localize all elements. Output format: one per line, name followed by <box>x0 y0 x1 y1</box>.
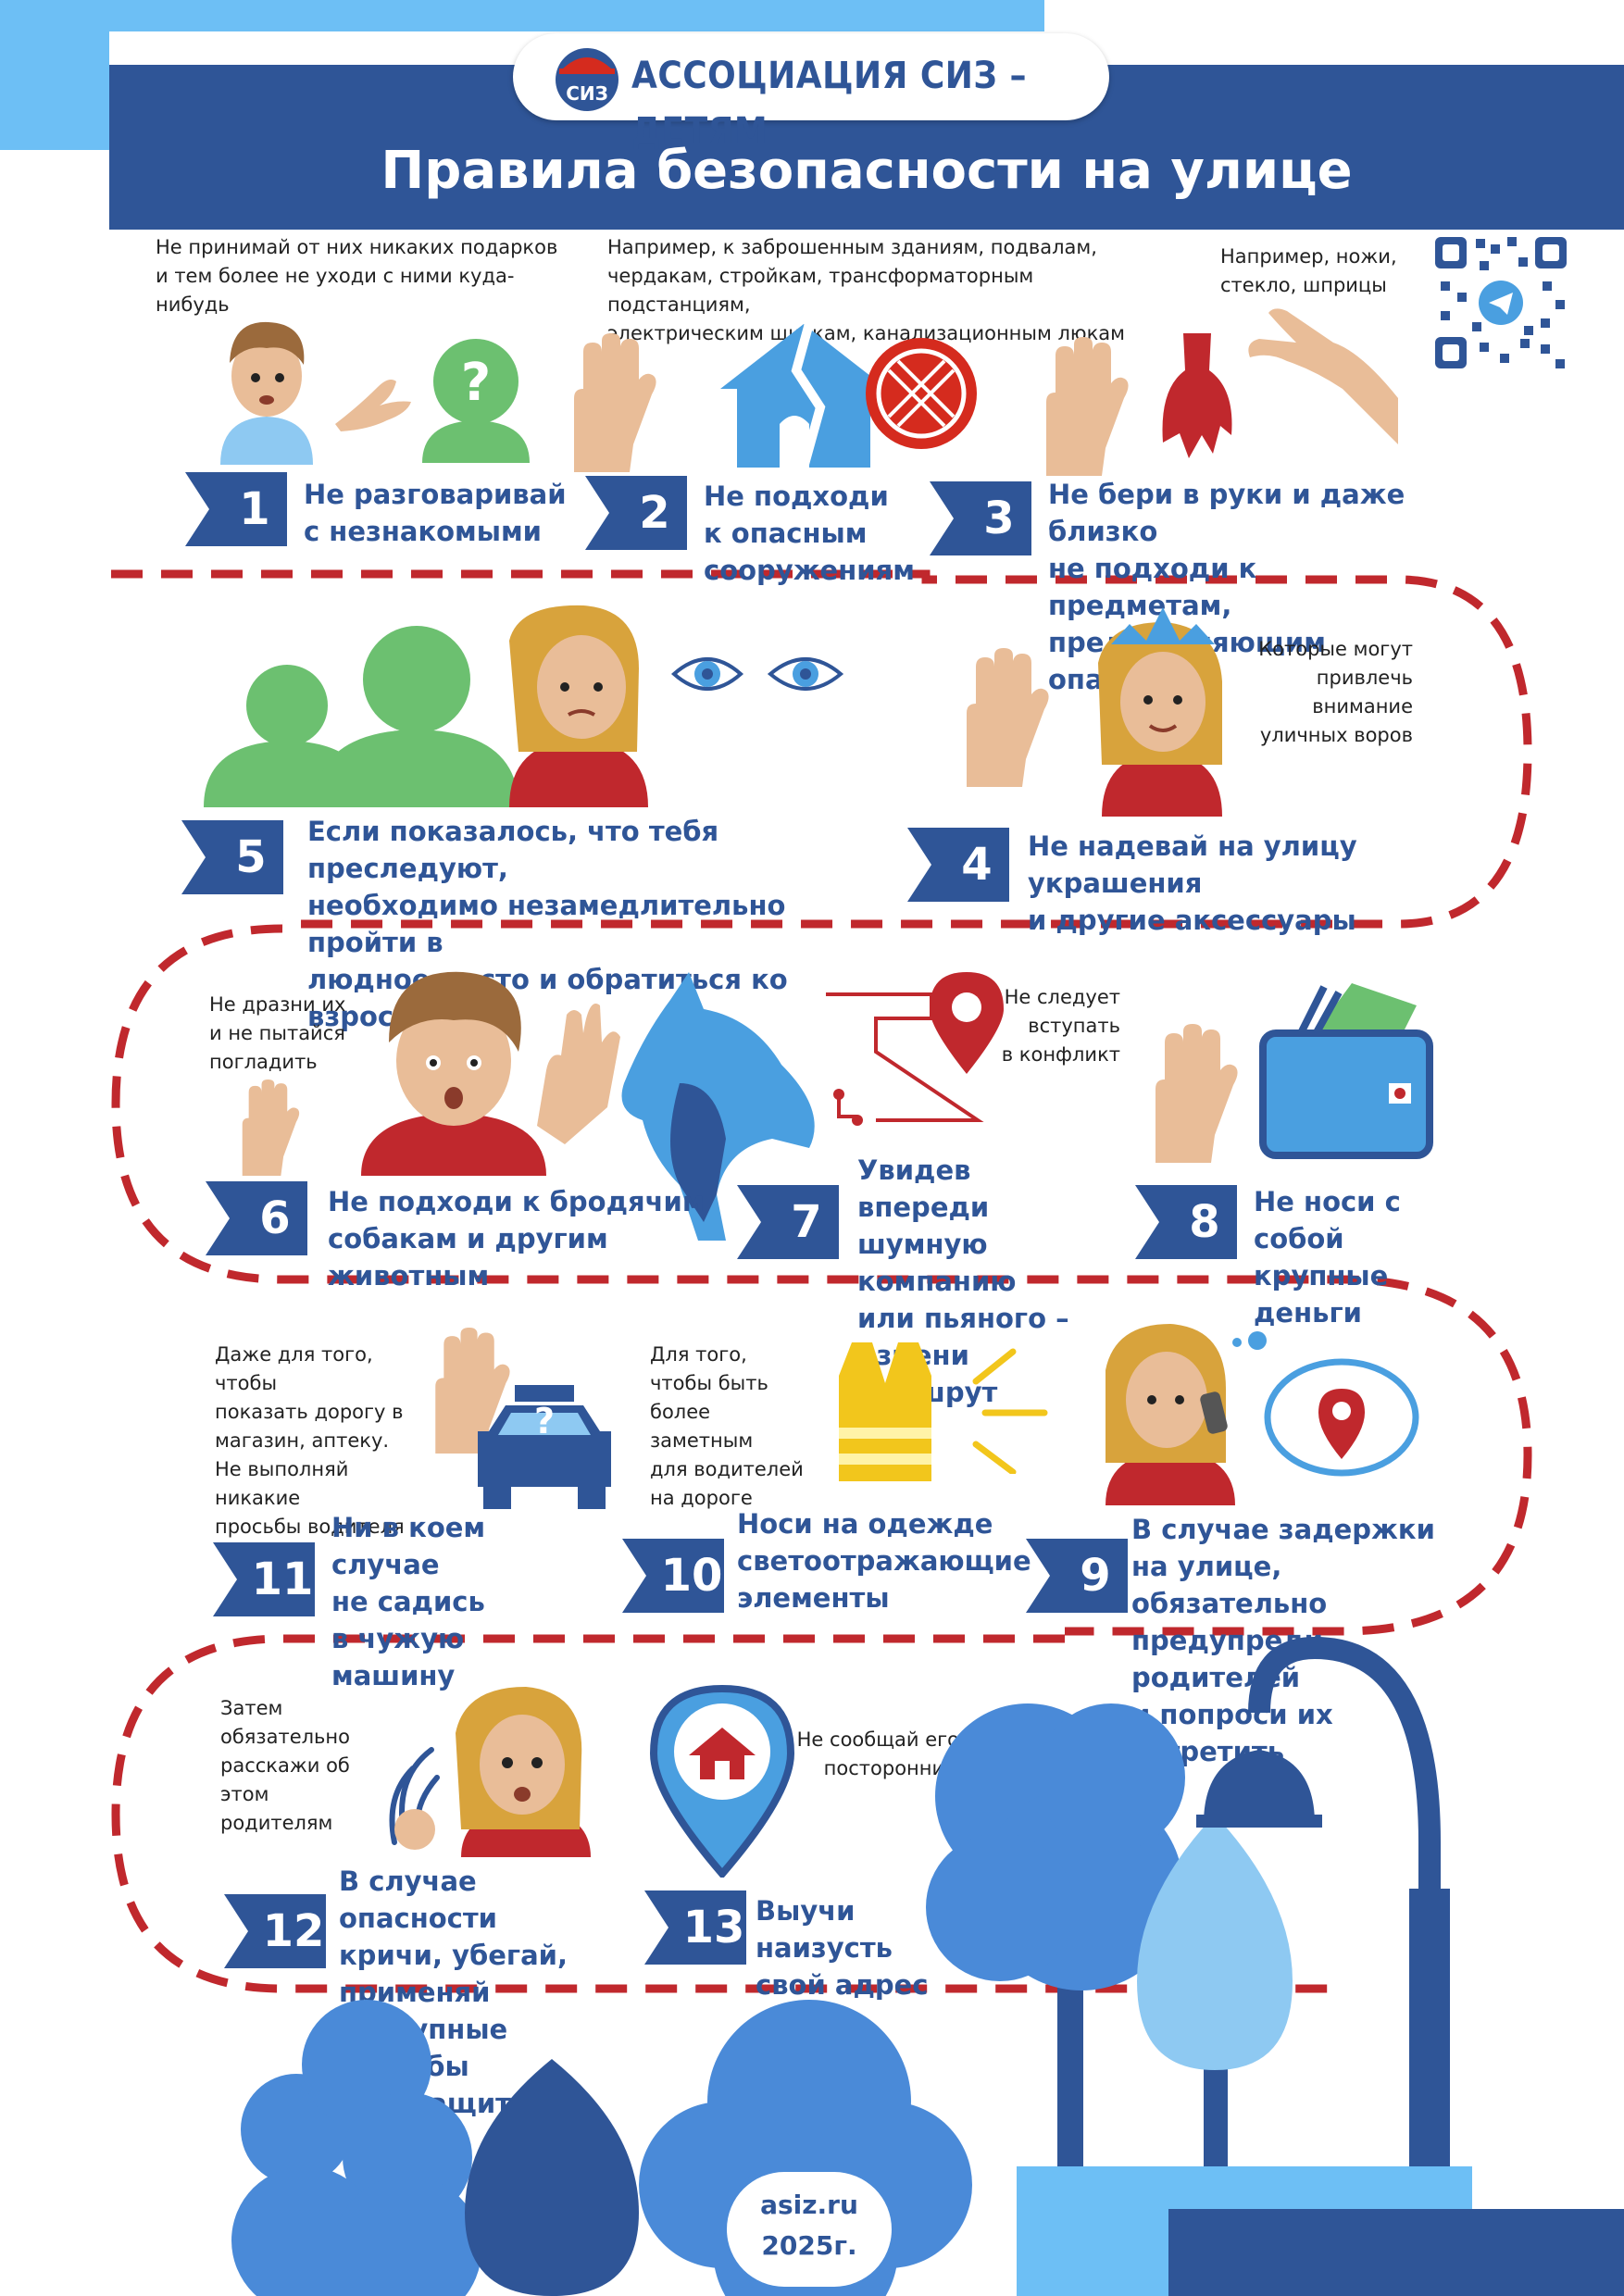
rule-9-number: 9 <box>1080 1550 1111 1602</box>
svg-text:?: ? <box>461 353 491 413</box>
rule-4-text: Не надевай на улицу украшения и другие а… <box>1028 830 1357 936</box>
rule-12-number: 12 <box>262 1905 325 1957</box>
reaching-hand-icon <box>1248 308 1398 444</box>
rule-11-text: Ни в коем случае не садись в чужую машин… <box>331 1512 486 1691</box>
hand-stop-icon <box>967 648 1049 787</box>
badge-arrow-icon <box>644 1890 746 1965</box>
boy-talking-icon <box>220 321 313 465</box>
home-pin-icon <box>649 1684 795 1878</box>
rule-3-number: 3 <box>983 493 1015 544</box>
eyes-icon <box>670 657 844 691</box>
girl-with-tiara-icon <box>1098 607 1222 817</box>
rule-4-number: 4 <box>961 839 993 891</box>
broken-bottle-icon <box>1162 333 1232 458</box>
rule-13-number: 13 <box>682 1902 745 1953</box>
svg-text:?: ? <box>534 1401 555 1441</box>
rule-7-note: Не следует вступать в конфликт <box>1001 986 1120 1066</box>
rule-12-note: Затем обязательно расскажи об этом родит… <box>220 1697 350 1834</box>
rule-10-number: 10 <box>660 1550 723 1602</box>
badge-arrow-icon <box>185 472 287 546</box>
hand-stop-icon <box>1156 1024 1238 1163</box>
stranger-silhouette-icon: ? <box>422 339 530 463</box>
rule-6-number: 6 <box>259 1192 291 1244</box>
qr-code-icon <box>1431 233 1570 372</box>
manhole-icon <box>866 338 977 449</box>
house-icon <box>720 315 887 469</box>
badge-arrow-icon <box>907 828 1009 902</box>
rule-6-text: Не подходи к бродячим собакам и другим ж… <box>328 1186 705 1292</box>
route-map-icon <box>826 992 984 1126</box>
rule-4-note: Которые могут привлечь внимание уличных … <box>1258 638 1413 746</box>
badge-arrow-icon <box>213 1542 315 1616</box>
footer-pill <box>727 2172 892 2287</box>
taxi-icon: ? <box>478 1385 611 1509</box>
badge-arrow-icon <box>181 820 283 894</box>
badge-arrow-icon <box>224 1894 326 1968</box>
tree-icon <box>926 1703 1185 2296</box>
dog-icon <box>621 972 815 1241</box>
footer-site: asiz.ru 2025г. <box>760 2190 858 2261</box>
rule-1-text: Не разговаривай с незнакомыми <box>304 479 567 547</box>
badge-arrow-icon <box>1026 1539 1128 1613</box>
rule-11-number: 11 <box>251 1554 314 1605</box>
worried-girl-icon <box>509 605 648 807</box>
hand-stop-icon <box>1046 337 1129 476</box>
followers-silhouette-icon <box>204 626 518 807</box>
reflective-vest-icon <box>839 1342 931 1481</box>
tree-icon <box>465 2059 639 2296</box>
badge-arrow-icon <box>622 1539 724 1613</box>
rule-13-text: Выучи наизусть свой адрес <box>756 1895 929 2001</box>
location-bubble-icon <box>1264 1358 1419 1477</box>
association-logo-icon: СИЗ <box>556 48 618 111</box>
rule-11-note: Даже для того, чтобы показать дорогу в м… <box>215 1343 405 1538</box>
rule-2-number: 2 <box>639 487 670 539</box>
thought-bubbles-icon <box>1232 1331 1267 1350</box>
badge-arrow-icon <box>737 1185 839 1259</box>
left-accent-band <box>0 31 109 150</box>
rule-1-note: Не принимай от них никаких подарков и те… <box>156 236 558 316</box>
rule-10-note: Для того, чтобы быть более заметным для … <box>650 1343 804 1509</box>
badge-arrow-icon <box>585 476 687 550</box>
map-pin-icon <box>930 972 1004 1074</box>
rule-1-number: 1 <box>239 483 270 535</box>
rule-8-number: 8 <box>1189 1196 1220 1248</box>
hand-stop-icon <box>574 333 656 472</box>
reflection-rays-icon <box>972 1348 1048 1474</box>
rule-6-note: Не дразни их и не пытайся погладить <box>209 993 346 1073</box>
wallet-icon <box>1259 983 1433 1159</box>
badge-arrow-icon <box>206 1181 307 1255</box>
gesturing-hand-icon <box>335 380 411 431</box>
rule-3-note: Например, ножи, стекло, шприцы <box>1220 245 1397 296</box>
rule-2-note: Например, к заброшенным зданиям, подвала… <box>607 236 1125 344</box>
rule-13-note: Не сообщай его посторонним <box>796 1728 959 1779</box>
shouting-girl-icon <box>394 1687 591 1857</box>
rule-8-text: Не носи с собой крупные деньги <box>1254 1186 1401 1329</box>
rule-5-number: 5 <box>235 831 267 883</box>
association-name: АССОЦИАЦИЯ СИЗ – ДЕТЯМ <box>631 55 1027 153</box>
badge-arrow-icon <box>1135 1185 1237 1259</box>
logo-mark: СИЗ <box>566 82 608 105</box>
top-accent-band <box>0 0 1044 31</box>
rule-9-text: В случае задержки на улице, обязательно … <box>1131 1514 1435 1767</box>
rule-7-number: 7 <box>791 1196 822 1248</box>
page-title: Правила безопасности на улице <box>381 141 1353 201</box>
girl-on-phone-icon <box>1106 1324 1235 1505</box>
rule-10-text: Носи на одежде светоотражающие элементы <box>737 1508 1031 1614</box>
rule-2-text: Не подходи к опасным сооружениям <box>704 480 915 586</box>
hand-stop-icon <box>435 1328 510 1454</box>
badge-arrow-icon <box>930 481 1031 555</box>
hand-stop-icon <box>242 1079 300 1176</box>
tree-icon <box>231 2000 481 2296</box>
scared-boy-icon <box>361 971 620 1176</box>
